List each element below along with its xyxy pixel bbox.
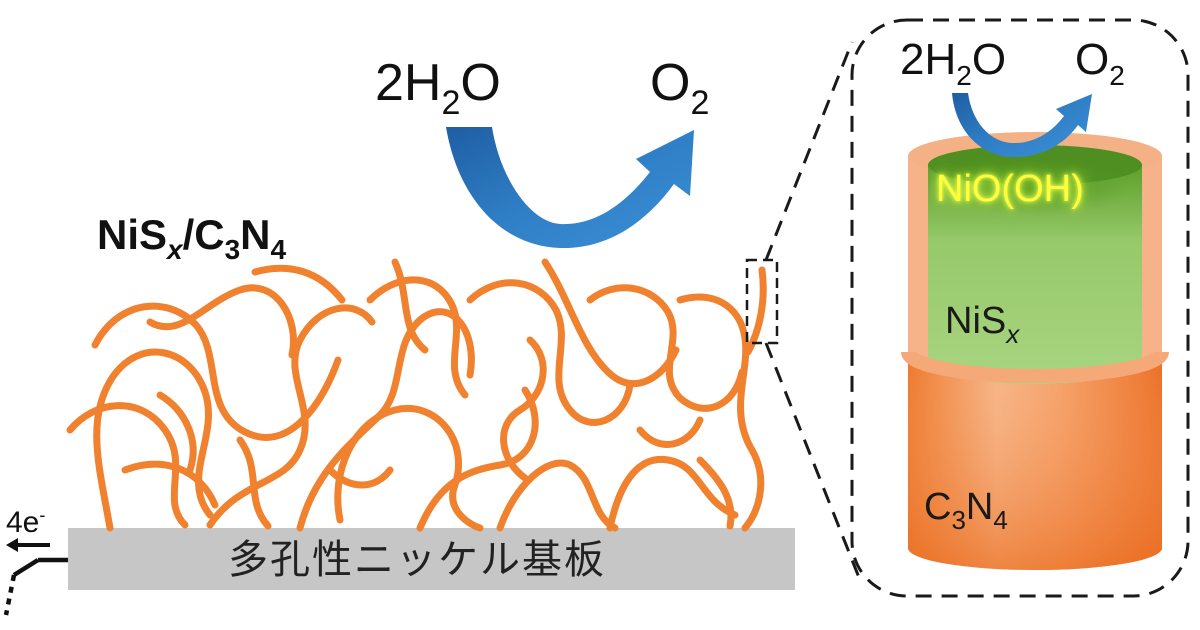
oxygen-evolution-arrow [446, 127, 694, 248]
substrate-label: 多孔性ニッケル基板 [228, 538, 606, 582]
core-layer-label: C3N4 [924, 486, 1008, 535]
zoom-line-bottom [764, 342, 862, 581]
electron-count-label: 4e- [6, 505, 46, 539]
reactant-water-label: 2H2O [375, 54, 501, 122]
middle-layer-label: NiSx [945, 300, 1020, 349]
surface-layer-label: NiO(OH) [936, 168, 1084, 210]
inset-product-oxygen-label: O2 [1075, 35, 1125, 91]
product-oxygen-label: O2 [650, 54, 710, 122]
electron-flow-arrow [6, 538, 50, 552]
zoom-source-box [745, 258, 779, 345]
core-shell-cylinder [901, 132, 1169, 570]
catalyst-label: NiSx/C3N4 [97, 211, 287, 265]
inset-reactant-water-label: 2H2O [900, 35, 1007, 91]
nanofiber-network [66, 258, 767, 532]
external-circuit-wire [3, 557, 68, 616]
zoom-line-top [764, 41, 854, 261]
nickel-substrate-plate [68, 528, 795, 590]
inset-reaction-arrow [952, 93, 1092, 158]
